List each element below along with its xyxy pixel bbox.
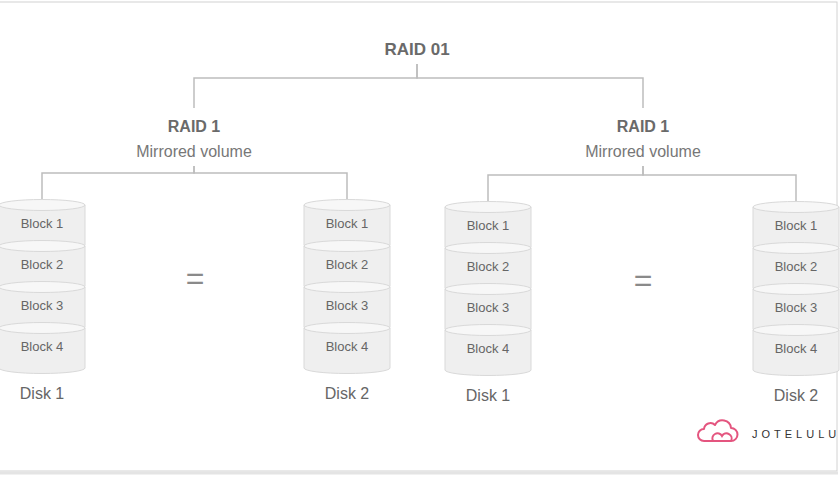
cylinder-top bbox=[445, 325, 531, 336]
cylinder-top bbox=[445, 202, 531, 213]
raid-level: RAID 1 bbox=[168, 116, 220, 138]
cylinder-top bbox=[0, 282, 85, 293]
raid-title: RAID 01 bbox=[357, 36, 477, 64]
block-cylinder: Block 4 bbox=[444, 324, 532, 376]
cylinder-body bbox=[753, 289, 839, 335]
bracket-connector bbox=[194, 64, 417, 108]
cylinder-body bbox=[304, 287, 390, 333]
cylinder-top bbox=[445, 284, 531, 295]
block-label: Block 2 bbox=[303, 254, 391, 276]
disk-label: Disk 1 bbox=[0, 383, 86, 405]
raid-group-node: RAID 1 Mirrored volume bbox=[114, 108, 274, 166]
cylinder-top bbox=[304, 282, 390, 293]
block-label: Block 4 bbox=[303, 336, 391, 358]
brand-cloud-inner bbox=[712, 433, 731, 441]
block-cylinder: Block 4 bbox=[0, 322, 86, 374]
cylinder-top bbox=[304, 200, 390, 211]
block-label: Block 2 bbox=[444, 256, 532, 278]
cylinder-body bbox=[0, 246, 85, 292]
equals-sign: = bbox=[175, 260, 215, 296]
disk-stack: Disk 1 Block 1 Block 2 Block 3 Block 4 bbox=[444, 201, 532, 407]
cylinder-body bbox=[0, 287, 85, 333]
cylinder-body bbox=[445, 248, 531, 294]
bracket-connector bbox=[42, 166, 194, 199]
cylinder-body bbox=[753, 248, 839, 294]
block-label: Block 2 bbox=[0, 254, 86, 276]
block-label: Block 1 bbox=[752, 215, 840, 237]
cylinder-top bbox=[304, 323, 390, 334]
frame-shadow bbox=[0, 472, 838, 475]
cylinder-body bbox=[0, 328, 85, 374]
cylinder-body bbox=[304, 246, 390, 292]
cylinder-body bbox=[445, 289, 531, 335]
cylinder-top bbox=[753, 243, 839, 254]
cylinder-top bbox=[445, 243, 531, 254]
cylinder-top bbox=[753, 284, 839, 295]
block-label: Block 3 bbox=[444, 297, 532, 319]
block-label: Block 1 bbox=[0, 213, 86, 235]
cylinder-body bbox=[753, 330, 839, 376]
bracket-connector bbox=[417, 64, 643, 108]
block-cylinder: Block 4 bbox=[303, 322, 391, 374]
raid-level: RAID 1 bbox=[617, 116, 669, 138]
bracket-connector bbox=[488, 166, 643, 201]
block-label: Block 3 bbox=[303, 295, 391, 317]
block-label: Block 4 bbox=[0, 336, 86, 358]
disk-stack: Disk 1 Block 1 Block 2 Block 3 Block 4 bbox=[0, 199, 86, 405]
cylinder-top bbox=[0, 323, 85, 334]
cylinder-body bbox=[445, 207, 531, 253]
block-label: Block 3 bbox=[752, 297, 840, 319]
cylinder-body bbox=[304, 328, 390, 374]
cylinder-top bbox=[753, 325, 839, 336]
cylinder-top bbox=[304, 241, 390, 252]
raid-subtitle: Mirrored volume bbox=[136, 141, 252, 163]
cylinder-body bbox=[0, 205, 85, 251]
bracket-connector bbox=[194, 166, 347, 199]
block-cylinder: Block 4 bbox=[752, 324, 840, 376]
raid-subtitle: Mirrored volume bbox=[585, 141, 701, 163]
brand-cloud-icon bbox=[698, 420, 738, 441]
cylinder-body bbox=[753, 207, 839, 253]
block-label: Block 1 bbox=[303, 213, 391, 235]
disk-label: Disk 2 bbox=[752, 385, 840, 407]
disk-label: Disk 2 bbox=[303, 383, 391, 405]
cylinder-body bbox=[445, 330, 531, 376]
equals-sign: = bbox=[623, 262, 663, 298]
bracket-connector bbox=[643, 166, 796, 201]
cylinder-top bbox=[753, 202, 839, 213]
cylinder-body bbox=[304, 205, 390, 251]
frame-border bbox=[0, 2, 837, 471]
brand-watermark: JOTELULU bbox=[752, 426, 840, 442]
block-label: Block 4 bbox=[752, 338, 840, 360]
block-label: Block 4 bbox=[444, 338, 532, 360]
block-label: Block 3 bbox=[0, 295, 86, 317]
cylinder-top bbox=[0, 241, 85, 252]
block-label: Block 2 bbox=[752, 256, 840, 278]
cylinder-top bbox=[0, 200, 85, 211]
block-label: Block 1 bbox=[444, 215, 532, 237]
disk-label: Disk 1 bbox=[444, 385, 532, 407]
raid-group-node: RAID 1 Mirrored volume bbox=[563, 108, 723, 166]
raid-title-node: RAID 01 bbox=[357, 36, 477, 64]
disk-stack: Disk 2 Block 1 Block 2 Block 3 Block 4 bbox=[303, 199, 391, 405]
disk-stack: Disk 2 Block 1 Block 2 Block 3 Block 4 bbox=[752, 201, 840, 407]
